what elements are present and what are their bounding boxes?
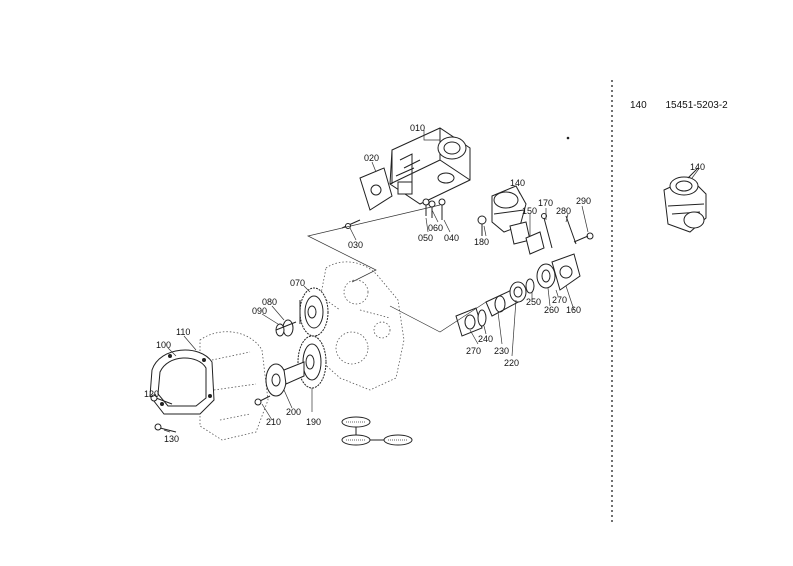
callout-290: 290 xyxy=(576,196,591,206)
gasket-020 xyxy=(359,167,393,211)
part-number: 15451-5203-2 xyxy=(665,100,728,111)
pump-140 xyxy=(477,185,531,245)
callout-260: 260 xyxy=(544,305,559,315)
leader-lines xyxy=(153,130,699,433)
callout-270-lower: 270 xyxy=(466,346,481,356)
callout-240: 240 xyxy=(478,334,493,344)
callout-140: 140 xyxy=(510,178,525,188)
callout-220: 220 xyxy=(504,358,519,368)
washers-240-250 xyxy=(477,278,535,327)
callout-060: 060 xyxy=(428,223,443,233)
callout-100: 100 xyxy=(156,340,171,350)
leader-bracket-top xyxy=(306,204,441,283)
cross-reference-marks xyxy=(341,416,413,446)
callout-200: 200 xyxy=(286,407,301,417)
drive-shaft-220-230 xyxy=(485,281,527,317)
cover-plate-100 xyxy=(149,349,215,415)
gasket-270-lower xyxy=(455,307,483,337)
reference-number: 140 xyxy=(630,100,647,111)
callout-030: 030 xyxy=(348,240,363,250)
front-cover-110 xyxy=(199,331,269,441)
callout-180: 180 xyxy=(474,237,489,247)
callout-130: 130 xyxy=(164,434,179,444)
callout-070: 070 xyxy=(290,278,305,288)
callout-150: 150 xyxy=(522,206,537,216)
callout-080: 080 xyxy=(262,297,277,307)
spacers-080-090 xyxy=(275,319,297,337)
callout-230: 230 xyxy=(494,346,509,356)
leader-bracket-mid xyxy=(389,301,487,333)
gear-case xyxy=(315,261,405,391)
callout-labels: 010 020 030 040 050 060 070 080 090 100 … xyxy=(144,123,705,444)
callout-090: 090 xyxy=(252,306,267,316)
idle-gear-070 xyxy=(299,287,329,337)
callout-170: 170 xyxy=(538,198,553,208)
callout-250: 250 xyxy=(526,297,541,307)
callout-020: 020 xyxy=(364,153,379,163)
callout-040: 040 xyxy=(444,233,459,243)
bolts-120-130 xyxy=(150,394,177,433)
gasket-150 xyxy=(525,231,545,255)
bolts-170-290 xyxy=(541,213,594,249)
callout-160: 160 xyxy=(566,305,581,315)
callout-110: 110 xyxy=(176,327,190,337)
inset-callout-140: 140 xyxy=(690,162,705,172)
shaft-200-210 xyxy=(254,361,305,406)
callout-210: 210 xyxy=(266,417,281,427)
callout-270-upper: 270 xyxy=(552,295,567,305)
stray-dot xyxy=(566,136,570,140)
callout-050: 050 xyxy=(418,233,433,243)
inset-pump-140 xyxy=(663,167,707,233)
callout-120: 120 xyxy=(144,389,159,399)
governor-housing xyxy=(389,127,471,205)
flange-160-260 xyxy=(536,253,581,291)
callout-190: 190 xyxy=(306,417,321,427)
bolts-040-060 xyxy=(341,198,446,229)
diagram-header: 140 15451-5203-2 xyxy=(630,100,744,111)
callout-010: 010 xyxy=(410,123,425,133)
cam-gear-190 xyxy=(297,335,327,389)
callout-280: 280 xyxy=(556,206,571,216)
